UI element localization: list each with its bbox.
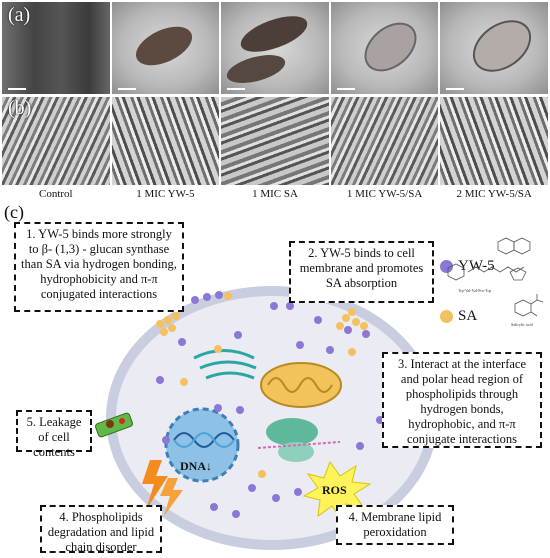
legend-yw5: YW-5 (440, 258, 495, 275)
scale-bar (446, 88, 465, 90)
sem-image-1mic-yw5-sa (330, 97, 439, 185)
panel-label-b: (b) (8, 97, 32, 119)
condition-label: 2 MIC YW-5/SA (456, 188, 532, 200)
scale-bar (8, 88, 26, 90)
mechanism-box-1: 1. YW-5 binds more strongly to β- (1,3) … (14, 222, 184, 312)
yw5-dot-icon (440, 260, 453, 273)
tem-image-row: (a) (2, 2, 548, 94)
tem-image-2mic-yw5-sa (440, 2, 548, 94)
condition-label: 1 MIC YW-5/SA (346, 188, 423, 200)
panel-label-a: (a) (8, 4, 31, 26)
panel-label-c: (c) (4, 202, 24, 222)
mechanism-box-4b: 4. Phospholipids degradation and lipid c… (40, 505, 162, 554)
endoplasmic-reticulum-icon (193, 349, 257, 380)
nucleus-icon (164, 407, 240, 483)
tem-image-1mic-sa (221, 2, 329, 94)
lightning-icon (142, 460, 183, 516)
sem-image-2mic-yw5-sa (440, 97, 548, 185)
scale-bar (117, 88, 136, 90)
condition-label: Control (38, 188, 73, 200)
sem-image-control (2, 97, 110, 185)
mitochondrion-icon (260, 362, 342, 408)
yw5-structure-caption: Trp-Val-Val-Pro-Trp (458, 288, 491, 293)
salicylic-acid-structure-icon: Salicylic acid (511, 294, 544, 327)
leakage-channel-icon (95, 412, 133, 438)
condition-labels: Control 1 MIC YW-5 1 MIC SA 1 MIC YW-5/S… (2, 188, 548, 200)
dna-label: DNA↓ (180, 459, 212, 473)
tem-image-control (2, 2, 110, 94)
condition-label: 1 MIC SA (252, 188, 298, 200)
tem-image-1mic-yw5-sa (330, 2, 439, 94)
legend-yw5-label: YW-5 (458, 258, 495, 274)
mechanism-box-3: 3. Interact at the interface and polar h… (382, 352, 542, 448)
sa-structure-caption: Salicylic acid (511, 322, 533, 327)
yw5-structure-icon: Trp-Val-Val-Pro-Trp (447, 237, 531, 293)
mechanism-box-4: 4. Membrane lipid peroxidation (336, 505, 454, 545)
sem-image-1mic-sa (221, 97, 329, 185)
sem-image-row: (b) (2, 97, 548, 185)
mechanism-box-5: 5. Leakage of cell contents (16, 410, 92, 459)
mechanism-box-2: 2. YW-5 binds to cell membrane and promo… (289, 241, 434, 303)
scale-bar (227, 88, 246, 90)
ros-label: ROS (322, 483, 347, 497)
tem-image-1mic-yw5 (111, 2, 220, 94)
ribosome-icon (257, 418, 341, 462)
scale-bar (336, 88, 355, 90)
sa-dot-icon (440, 310, 453, 323)
sem-image-1mic-yw5 (111, 97, 220, 185)
condition-label: 1 MIC YW-5 (136, 188, 195, 200)
legend-sa: SA (440, 308, 477, 325)
legend-sa-label: SA (458, 308, 478, 324)
